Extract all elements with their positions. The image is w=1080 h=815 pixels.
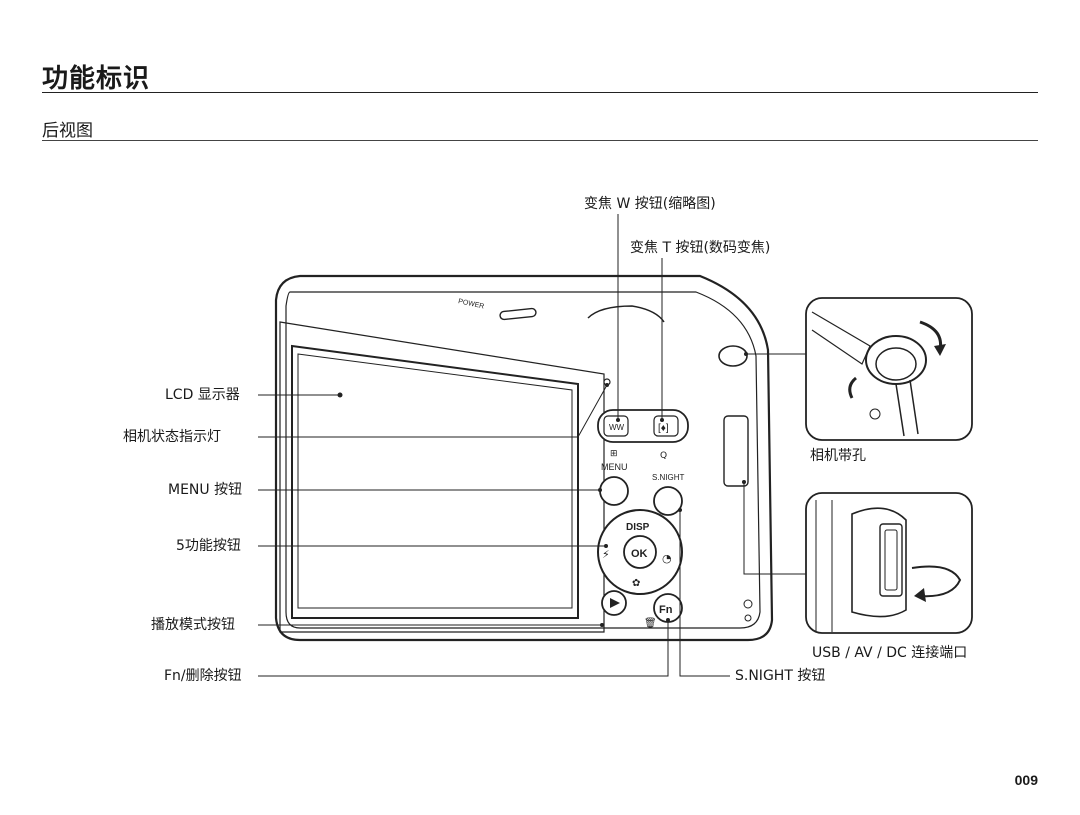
fn-delete-label: Fn/删除按钮 xyxy=(164,668,242,684)
page-title: 功能标识 xyxy=(42,64,151,94)
menu-label: MENU 按钮 xyxy=(168,482,243,498)
svg-text:✿: ✿ xyxy=(632,578,640,589)
svg-text:⊞: ⊞ xyxy=(610,449,618,459)
menu-marking: MENU xyxy=(601,462,628,472)
svg-text:[♦]: [♦] xyxy=(658,423,669,434)
snight-button-shape xyxy=(653,486,683,516)
five-function-dial xyxy=(597,509,683,595)
leader-lines xyxy=(258,214,806,677)
svg-text:WW: WW xyxy=(609,423,625,432)
ok-marking: OK xyxy=(631,548,648,560)
zoom-rocker: WW [♦] xyxy=(597,409,689,443)
snight-marking: S.NIGHT xyxy=(652,473,685,482)
lcd-label: LCD 显示器 xyxy=(165,387,240,403)
strap-label: 相机带孔 xyxy=(810,448,866,464)
svg-text:Q: Q xyxy=(660,451,667,461)
play-mode-label: 播放模式按钮 xyxy=(151,617,235,633)
strap-inset xyxy=(805,297,973,441)
lcd-screen xyxy=(291,344,579,619)
svg-text:🗑: 🗑 xyxy=(644,617,657,629)
strap-hole-shape xyxy=(718,345,748,367)
svg-text:⚡: ⚡ xyxy=(602,548,610,561)
page-number: 009 xyxy=(1014,772,1038,788)
usb-port-inset xyxy=(805,492,973,634)
zoom-w-label: 变焦 W 按钮(缩略图) xyxy=(584,196,716,212)
zoom-t-label: 变焦 T 按钮(数码变焦) xyxy=(630,240,771,256)
snight-label: S.NIGHT 按钮 xyxy=(735,668,826,684)
menu-button-shape xyxy=(599,476,629,506)
title-divider xyxy=(42,92,1038,93)
usb-port-label: USB / AV / DC 连接端口 xyxy=(812,645,968,661)
status-lamp-label: 相机状态指示灯 xyxy=(123,429,221,445)
port-cover-shape xyxy=(723,415,749,487)
subtitle-divider xyxy=(42,140,1038,141)
five-function-label: 5功能按钮 xyxy=(176,538,241,554)
svg-text:◔: ◔ xyxy=(662,552,672,565)
fn-marking: Fn xyxy=(659,604,673,616)
section-subtitle: 后视图 xyxy=(42,121,93,141)
disp-marking: DISP xyxy=(626,522,650,533)
